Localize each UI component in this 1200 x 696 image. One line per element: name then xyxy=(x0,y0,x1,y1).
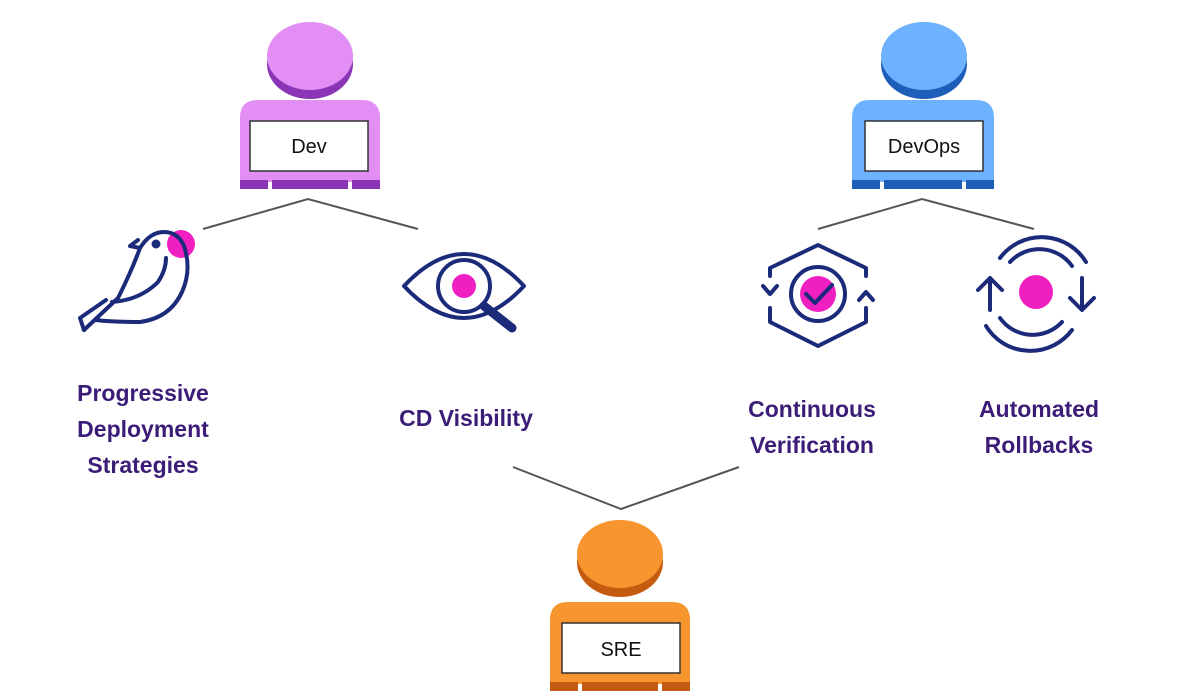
sre-base-right xyxy=(662,682,690,691)
rollback-arc-inner-bottom xyxy=(998,316,1064,337)
magnifier-handle xyxy=(479,301,517,333)
dev-label-box xyxy=(249,120,369,172)
feature-label-progressive-line-3: Strategies xyxy=(87,452,198,478)
sre-label: SRE xyxy=(600,639,641,661)
feature-label-rollbacks: Automated Rollbacks xyxy=(979,396,1099,458)
feature-label-progressive-line-1: Progressive xyxy=(77,380,209,406)
bird-icon xyxy=(78,230,195,332)
feature-label-rollbacks-line-1: Automated xyxy=(979,396,1099,422)
devops-label: DevOps xyxy=(888,136,960,158)
sre-label-box xyxy=(561,622,681,674)
feature-label-verification: Continuous Verification xyxy=(748,396,876,458)
hexagon-top xyxy=(768,243,868,278)
sre-base-left xyxy=(550,682,578,691)
feature-label-verification-line-2: Verification xyxy=(750,432,874,458)
feature-label-visibility: CD Visibility xyxy=(399,405,533,431)
dev-person: Dev xyxy=(240,22,380,189)
dev-label: Dev xyxy=(291,136,327,158)
devops-base-mid xyxy=(884,180,962,189)
eye-accent-dot xyxy=(452,274,476,298)
rollback-arc-inner-top xyxy=(1008,247,1074,268)
connector-lines xyxy=(202,197,1035,511)
arrow-left xyxy=(761,284,779,296)
rollback-arc-outer-top xyxy=(998,235,1088,264)
devops-label-box xyxy=(864,120,984,172)
devops-connector xyxy=(817,197,1035,230)
dev-base-left xyxy=(240,180,268,189)
rollback-arrow-right xyxy=(1068,276,1096,312)
feature-label-progressive-line-2: Deployment xyxy=(77,416,209,442)
bird-tail xyxy=(78,298,108,332)
bird-wing xyxy=(110,256,168,304)
rollback-arrows-icon xyxy=(976,235,1096,353)
devops-base-right xyxy=(966,180,994,189)
rollback-accent-dot xyxy=(1019,275,1053,309)
hexagon-check-icon xyxy=(761,243,875,348)
dev-connector xyxy=(202,197,419,230)
feature-label-rollbacks-line-2: Rollbacks xyxy=(985,432,1094,458)
dev-head xyxy=(267,22,353,90)
sre-head xyxy=(577,520,663,588)
feature-label-progressive: Progressive Deployment Strategies xyxy=(77,380,209,478)
dev-base-mid xyxy=(272,180,348,189)
hexagon-bottom xyxy=(768,306,868,348)
eye-search-icon xyxy=(402,252,526,333)
bird-crest xyxy=(128,238,142,250)
arrow-right xyxy=(857,290,875,302)
bird-eye xyxy=(151,239,161,249)
magnifier-lens xyxy=(436,258,492,314)
feature-label-visibility-line-1: CD Visibility xyxy=(399,405,533,431)
check-ring xyxy=(789,265,847,323)
check-mark xyxy=(804,283,834,305)
sre-connector xyxy=(512,466,740,511)
sre-person: SRE xyxy=(550,520,690,691)
rollback-arrow-left xyxy=(976,276,1004,312)
check-accent-dot xyxy=(800,276,836,312)
dev-base-right xyxy=(352,180,380,189)
devops-head xyxy=(881,22,967,90)
feature-label-verification-line-1: Continuous xyxy=(748,396,876,422)
rollback-arc-outer-bottom xyxy=(984,324,1074,353)
sre-base-mid xyxy=(582,682,658,691)
devops-base-left xyxy=(852,180,880,189)
devops-person: DevOps xyxy=(852,22,994,189)
eye-outline xyxy=(402,252,526,320)
